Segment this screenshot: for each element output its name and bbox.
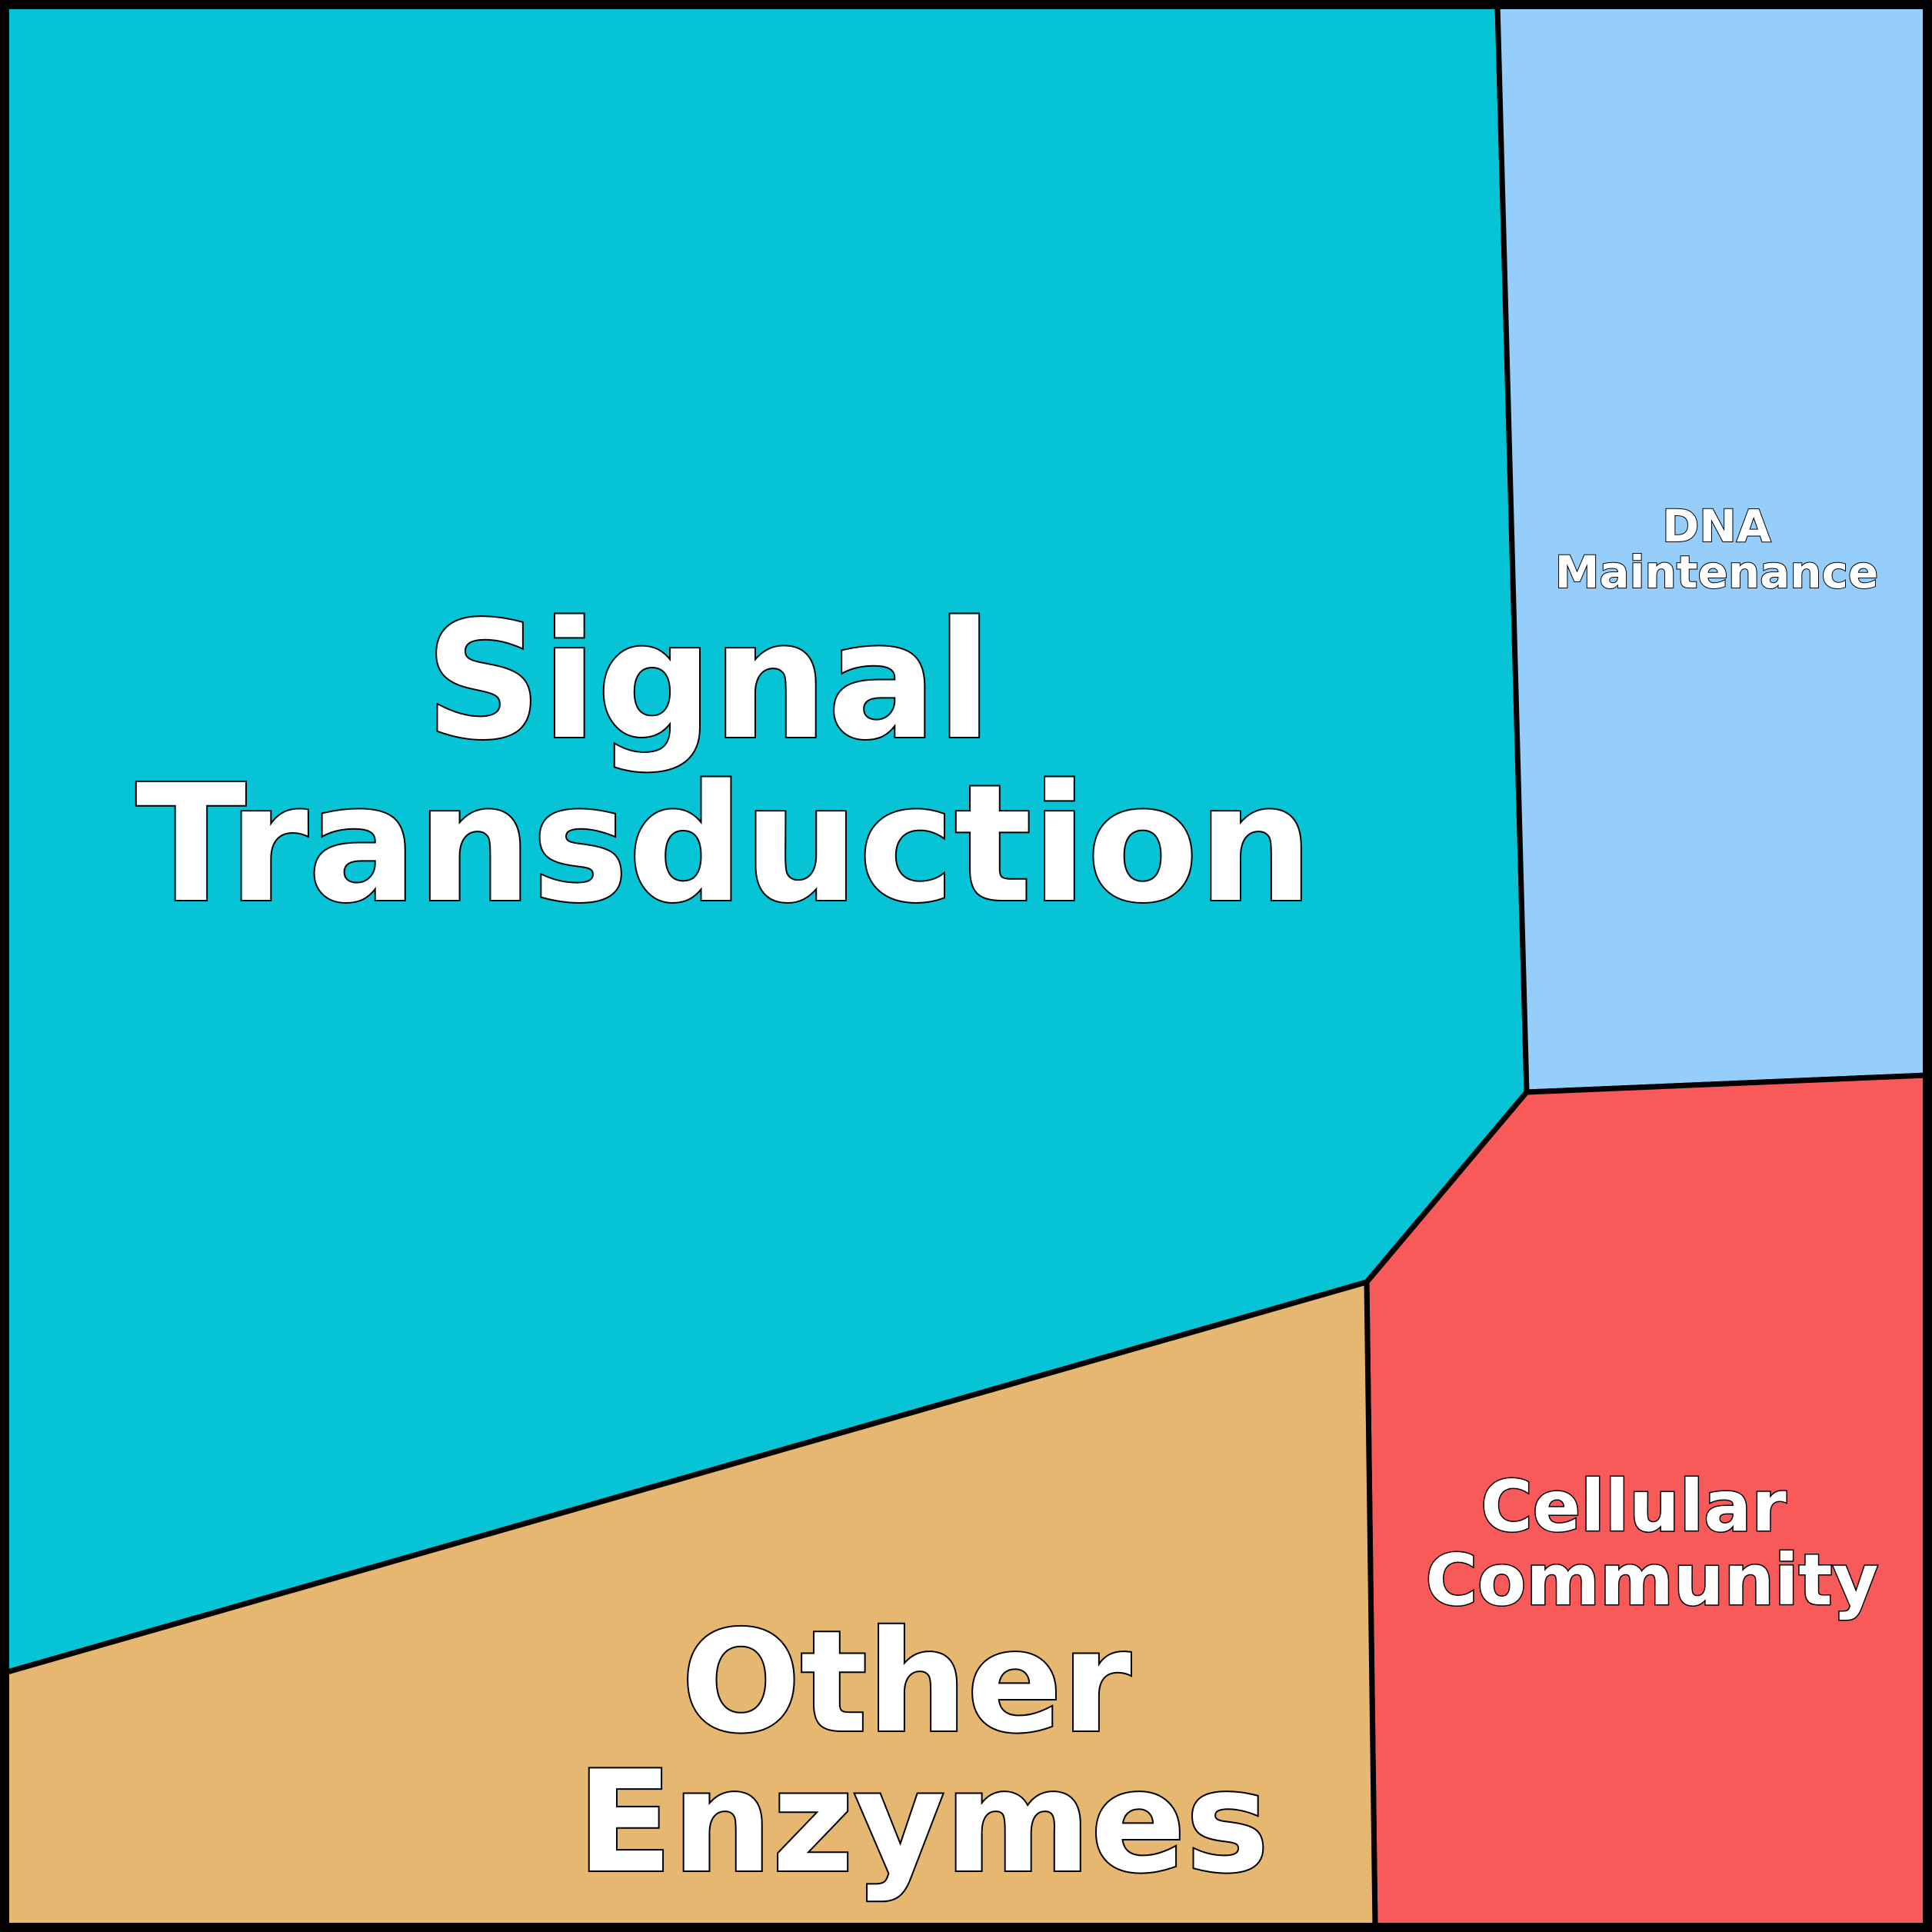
label-cellular-community-line-1: Cellular [1481,1465,1787,1547]
label-signal-transduction: Signal Transduction [136,587,1313,938]
label-other-enzymes-line-2: Enzymes [577,1740,1269,1904]
label-dna-maintenance-line-1: DNA [1662,500,1771,552]
label-signal-transduction-line-2: Transduction [136,750,1313,938]
label-cellular-community: Cellular Community [1426,1465,1879,1621]
label-other-enzymes: Other Enzymes [577,1601,1269,1904]
label-other-enzymes-line-1: Other [681,1601,1131,1764]
label-cellular-community-line-2: Community [1426,1539,1879,1621]
label-signal-transduction-line-1: Signal [425,587,992,775]
label-dna-maintenance-line-2: Maintenance [1555,546,1879,598]
label-dna-maintenance: DNA Maintenance [1555,500,1879,598]
